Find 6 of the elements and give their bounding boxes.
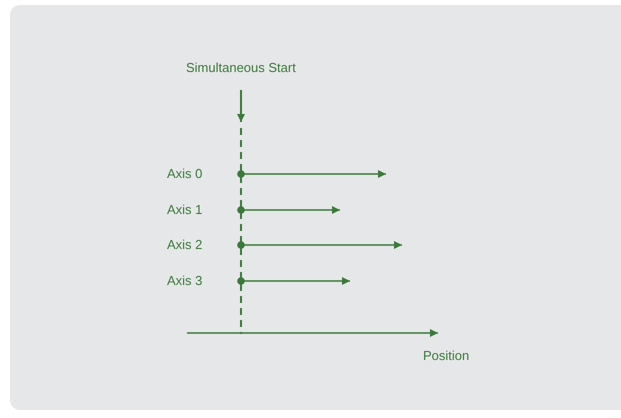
axis-name: Axis 1 [167,202,202,218]
axis-name: Axis 0 [167,166,202,182]
axis-name: Axis 2 [167,237,202,253]
axis-label: Position [423,348,470,364]
axis-name: Axis 3 [167,273,202,289]
start-label: Simultaneous Start [186,60,296,76]
